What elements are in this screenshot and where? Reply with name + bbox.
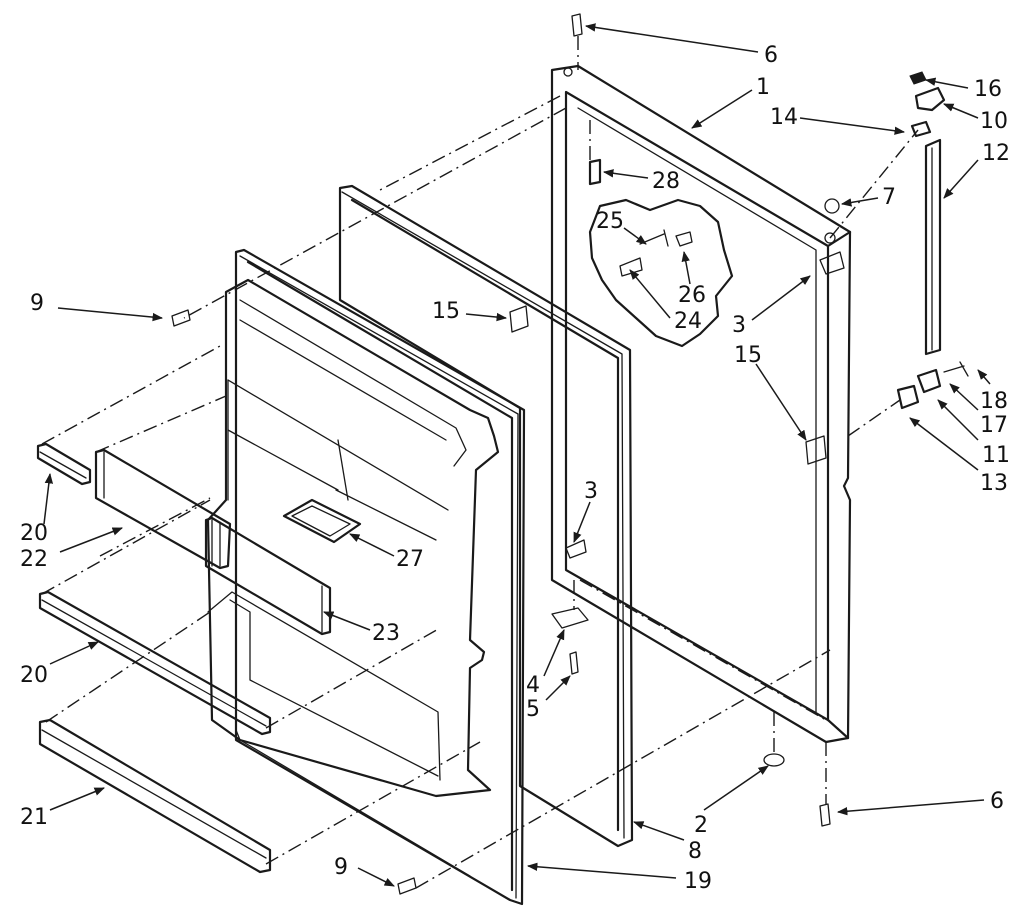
door-liner xyxy=(338,184,634,848)
callout-19: 19 xyxy=(684,869,712,894)
shelf-bar-20-top xyxy=(36,442,92,486)
leader-lines xyxy=(43,23,991,887)
callout-5: 5 xyxy=(526,697,540,722)
hinge-parts xyxy=(171,13,969,895)
callout-16: 16 xyxy=(974,77,1002,102)
shelf-bar-20-bottom xyxy=(38,590,272,736)
detail-bubble xyxy=(588,198,734,348)
callout-13: 13 xyxy=(980,471,1008,496)
callouts: 6 1 16 14 10 12 28 7 25 26 24 3 15 15 9 … xyxy=(20,43,1010,894)
callout-20-lower: 20 xyxy=(20,663,48,688)
callout-23: 23 xyxy=(372,621,400,646)
callout-21: 21 xyxy=(20,805,48,830)
callout-17: 17 xyxy=(980,413,1008,438)
callout-28: 28 xyxy=(652,169,680,194)
callout-14: 14 xyxy=(770,105,798,130)
callout-1: 1 xyxy=(756,75,770,100)
callout-3-right: 3 xyxy=(732,313,746,338)
callout-3-center: 3 xyxy=(584,479,598,504)
callout-8: 8 xyxy=(688,839,702,864)
callout-15-upper: 15 xyxy=(432,299,460,324)
alignment-lines xyxy=(41,36,919,889)
callout-22: 22 xyxy=(20,547,48,572)
callout-25: 25 xyxy=(596,209,624,234)
callout-6-top: 6 xyxy=(764,43,778,68)
callout-9-upper: 9 xyxy=(30,291,44,316)
shelf-bin-22 xyxy=(94,448,232,570)
callout-18: 18 xyxy=(980,389,1008,414)
callout-12: 12 xyxy=(982,141,1010,166)
callout-2: 2 xyxy=(694,813,708,838)
callout-10: 10 xyxy=(980,109,1008,134)
callout-24: 24 xyxy=(674,309,702,334)
callout-20-upper: 20 xyxy=(20,521,48,546)
callout-11: 11 xyxy=(982,443,1010,468)
door-frame xyxy=(550,64,852,744)
callout-26: 26 xyxy=(678,283,706,308)
hinge-rod-12 xyxy=(924,138,942,356)
shelf-bin-23 xyxy=(204,516,332,636)
callout-27: 27 xyxy=(396,547,424,572)
callout-15-lower: 15 xyxy=(734,343,762,368)
shelf-bar-21 xyxy=(38,718,272,874)
callout-9-lower: 9 xyxy=(334,855,348,880)
callout-4: 4 xyxy=(526,673,540,698)
door-panel xyxy=(206,248,526,906)
callout-6-bottom: 6 xyxy=(990,789,1004,814)
callout-7: 7 xyxy=(882,185,896,210)
